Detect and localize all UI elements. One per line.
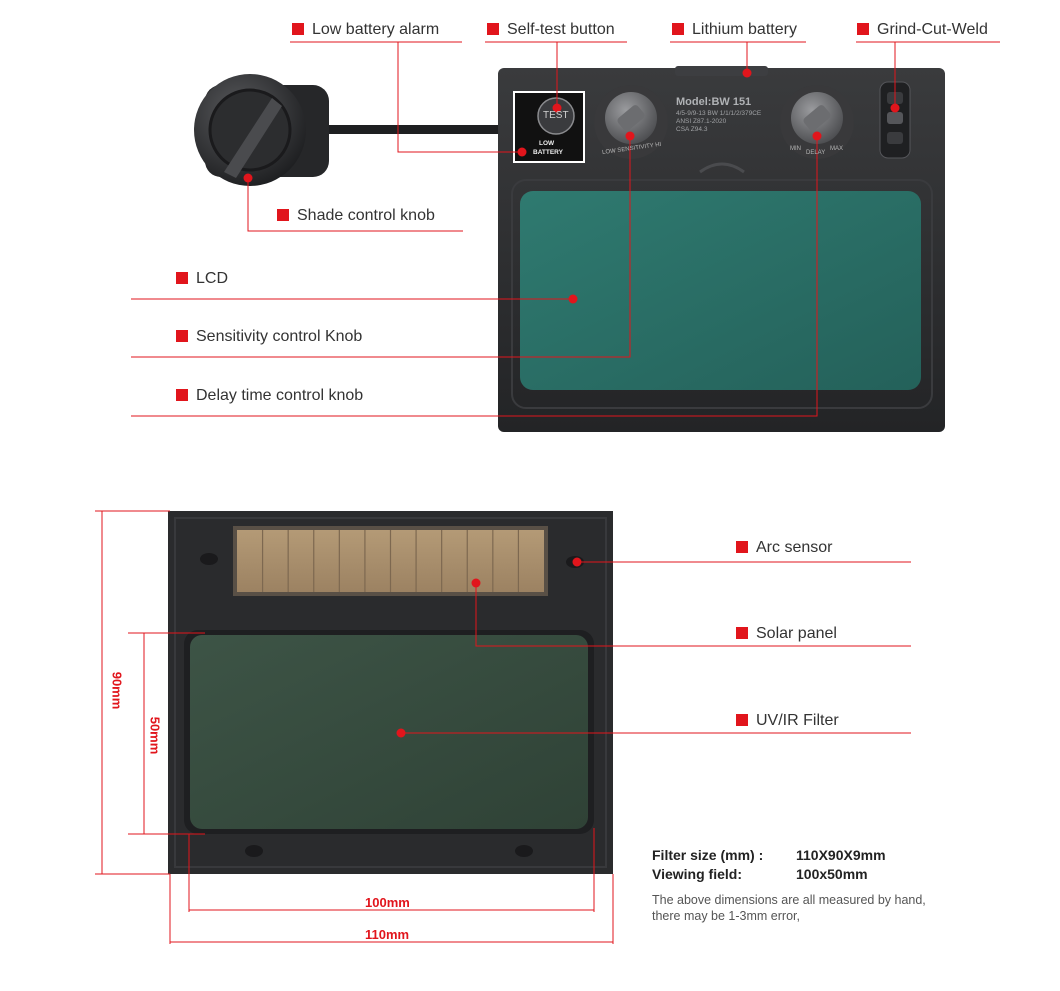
- bullet-square: [736, 627, 748, 639]
- low-battery-print: LOW: [539, 140, 555, 147]
- bullet-square: [736, 714, 748, 726]
- spec-print: 4/5-9/9-13 BW 1/1/1/2/379CE: [676, 110, 762, 117]
- bullet-square: [277, 209, 289, 221]
- delay-dial: [780, 85, 854, 159]
- dot-sensitivity: [625, 131, 635, 141]
- bullet-square: [672, 23, 684, 35]
- sensitivity-dial: [594, 85, 668, 159]
- label-lithium-battery: Lithium battery: [672, 21, 797, 39]
- line-lithium: [670, 41, 806, 73]
- line-self-test: [485, 41, 627, 108]
- label-self-test-button: Self-test button: [487, 21, 615, 39]
- viewing-field-label: Viewing field:: [652, 866, 742, 882]
- spec-print: CSA Z94.3: [676, 126, 708, 133]
- viewing-field-value: 100x50mm: [796, 866, 868, 882]
- low-battery-print: BATTERY: [533, 149, 563, 156]
- line-low-battery: [290, 41, 522, 153]
- knob-cable: [320, 125, 502, 134]
- delay-print-max: MAX: [830, 146, 844, 152]
- bullet-square: [292, 23, 304, 35]
- bullet-square: [487, 23, 499, 35]
- measurement-note-line1: The above dimensions are all measured by…: [652, 893, 926, 907]
- dot-delay: [812, 131, 822, 141]
- label-grind-cut-weld: Grind-Cut-Weld: [857, 21, 988, 39]
- dim-line-100mm: [188, 828, 595, 912]
- solar-cell-dividers: [261, 530, 520, 592]
- knob-grip: [224, 98, 282, 178]
- dim-label-90mm: 90mm: [109, 671, 125, 710]
- dot-shade: [243, 173, 253, 183]
- dot-grind: [890, 103, 900, 113]
- label-shade-control-knob: Shade control knob: [277, 207, 435, 225]
- dim-label-100mm: 100mm: [365, 895, 410, 910]
- dot-arc-sensor: [572, 557, 582, 567]
- model-print: Model:BW 151: [676, 96, 752, 108]
- line-sensitivity: [131, 136, 631, 358]
- dim-line-90mm: [95, 510, 170, 875]
- dim-label-50mm: 50mm: [147, 716, 163, 755]
- filter-glass: [190, 635, 588, 829]
- dim-line-110mm: [169, 874, 614, 944]
- dot-solar: [471, 578, 481, 588]
- dot-low-battery: [517, 147, 527, 157]
- spec-print: ANSI Z87.1-2020: [676, 118, 727, 125]
- mount-hole: [245, 845, 263, 857]
- mount-hole: [200, 553, 218, 565]
- test-button: [537, 97, 575, 135]
- label-delay-time-control-knob: Delay time control knob: [176, 387, 363, 405]
- delay-print-min: MIN: [790, 146, 801, 152]
- label-solar-panel: Solar panel: [736, 625, 837, 643]
- label-lcd: LCD: [176, 270, 228, 288]
- bullet-square: [176, 272, 188, 284]
- dot-lcd: [568, 294, 578, 304]
- mount-hole: [515, 845, 533, 857]
- dot-self-test: [552, 103, 562, 113]
- test-button-label: TEST: [543, 110, 569, 121]
- filter-size-label: Filter size (mm) :: [652, 847, 764, 863]
- label-sensitivity-control-knob: Sensitivity control Knob: [176, 328, 362, 346]
- lcd-glass: [520, 191, 921, 390]
- label-arc-sensor: Arc sensor: [736, 539, 832, 557]
- bullet-square: [176, 330, 188, 342]
- line-delay: [131, 136, 818, 417]
- bullet-square: [176, 389, 188, 401]
- line-solar: [475, 583, 911, 647]
- label-uv-ir-filter: UV/IR Filter: [736, 712, 839, 730]
- lcd-frame: [511, 179, 933, 409]
- delay-print-delay: DELAY: [806, 150, 826, 156]
- battery-cover: [675, 66, 768, 76]
- line-grind: [856, 41, 1000, 108]
- dim-line-50mm: [128, 632, 205, 835]
- measurement-note-line2: there may be 1-3mm error,: [652, 909, 800, 923]
- line-shade: [247, 178, 463, 232]
- dot-lithium: [742, 68, 752, 78]
- bullet-square: [736, 541, 748, 553]
- label-low-battery-alarm: Low battery alarm: [292, 21, 439, 39]
- dim-label-110mm: 110mm: [365, 927, 410, 942]
- filter-size-value: 110X90X9mm: [796, 847, 886, 863]
- dot-filter: [396, 728, 406, 738]
- shade-knob-assembly: [194, 74, 329, 186]
- bullet-square: [857, 23, 869, 35]
